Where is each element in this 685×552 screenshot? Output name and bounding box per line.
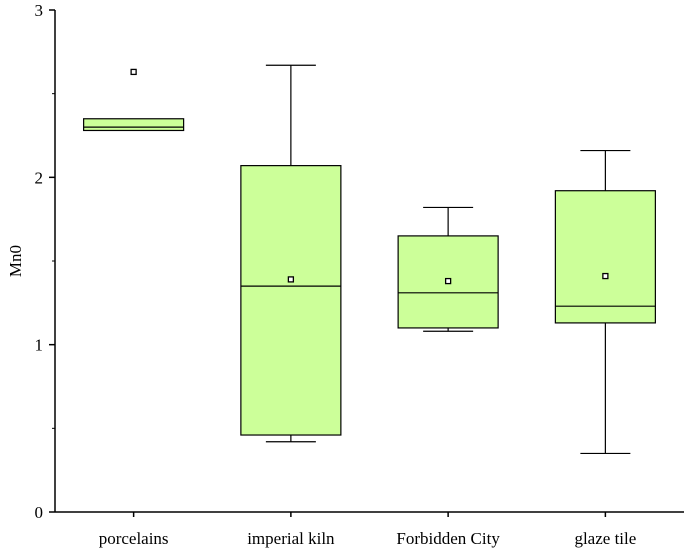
mean-marker — [287, 276, 295, 283]
box-glaze-tile — [554, 149, 656, 455]
box-porcelains — [83, 68, 185, 132]
y-tick-label: 3 — [35, 1, 44, 20]
box-rect — [554, 190, 656, 324]
box-imperial-kiln — [240, 64, 342, 443]
boxes — [83, 64, 656, 455]
box-forbidden-city — [397, 206, 499, 332]
mean-marker — [444, 277, 452, 285]
box-rect — [240, 165, 342, 436]
mean-marker — [602, 272, 609, 280]
x-tick-label: imperial kiln — [247, 529, 335, 548]
box-rect — [83, 118, 185, 132]
mean-marker — [130, 68, 137, 76]
x-tick-label: porcelains — [99, 529, 169, 548]
axes: 0 1 2 3 porcelains imperial kiln Forbidden Cit… — [35, 1, 684, 548]
y-tick-label: 1 — [35, 336, 44, 355]
x-tick-label: glaze tile — [574, 529, 636, 548]
y-axis-title: Mn0 — [6, 245, 25, 277]
x-tick-label: Forbidden City — [396, 529, 500, 548]
y-tick-label: 2 — [35, 168, 44, 187]
y-tick-label: 0 — [35, 503, 44, 522]
